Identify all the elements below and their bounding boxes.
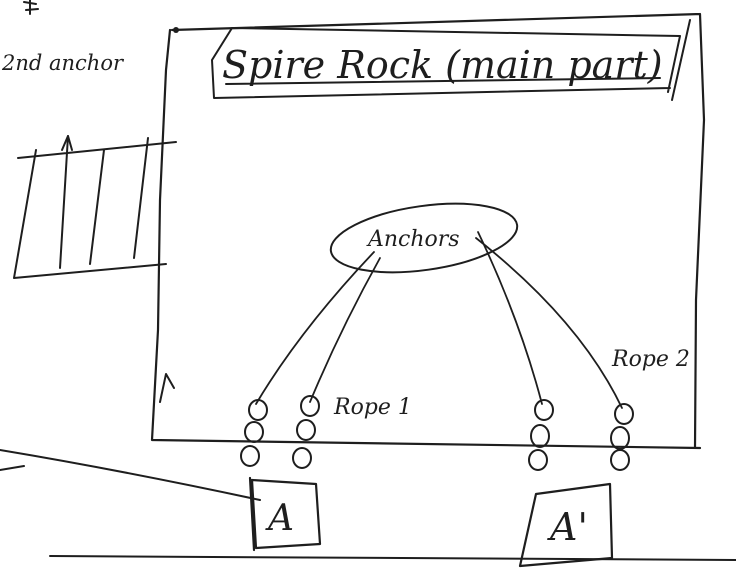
rope-2-label: Rope 2 xyxy=(611,347,690,372)
anchors-label: Anchors xyxy=(366,227,460,252)
corner-dot xyxy=(173,27,179,33)
anchors-ellipse xyxy=(329,202,519,274)
ground-curve xyxy=(0,449,261,501)
rope-1-coil-a xyxy=(240,399,268,467)
rope-1-left-strand xyxy=(255,251,375,405)
rope-1-label: Rope 1 xyxy=(333,395,412,420)
title-frame xyxy=(211,19,691,101)
second-anchor-note: 2nd anchor xyxy=(1,51,125,75)
rope-2-right-strand xyxy=(475,237,623,409)
box-a-label: A xyxy=(265,498,294,539)
ascent-arrow-icon xyxy=(159,373,175,403)
rope-2-coil-b xyxy=(610,403,634,471)
rope-2-coil-a xyxy=(528,399,554,471)
box-a-prime xyxy=(518,482,614,568)
box-a xyxy=(248,476,322,552)
corner-mark xyxy=(23,0,39,15)
title-text: Spire Rock (main part) xyxy=(222,43,663,87)
rope-1-right-strand xyxy=(309,257,381,403)
box-a-prime-label: A' xyxy=(547,505,588,549)
climbing-route-sketch xyxy=(13,135,177,279)
rope-1-coil-b xyxy=(292,395,320,469)
spire-rock-outline xyxy=(150,12,706,450)
rope-2-left-strand xyxy=(477,231,543,405)
route-arrow-icon xyxy=(61,135,73,151)
ground-line xyxy=(49,555,736,561)
